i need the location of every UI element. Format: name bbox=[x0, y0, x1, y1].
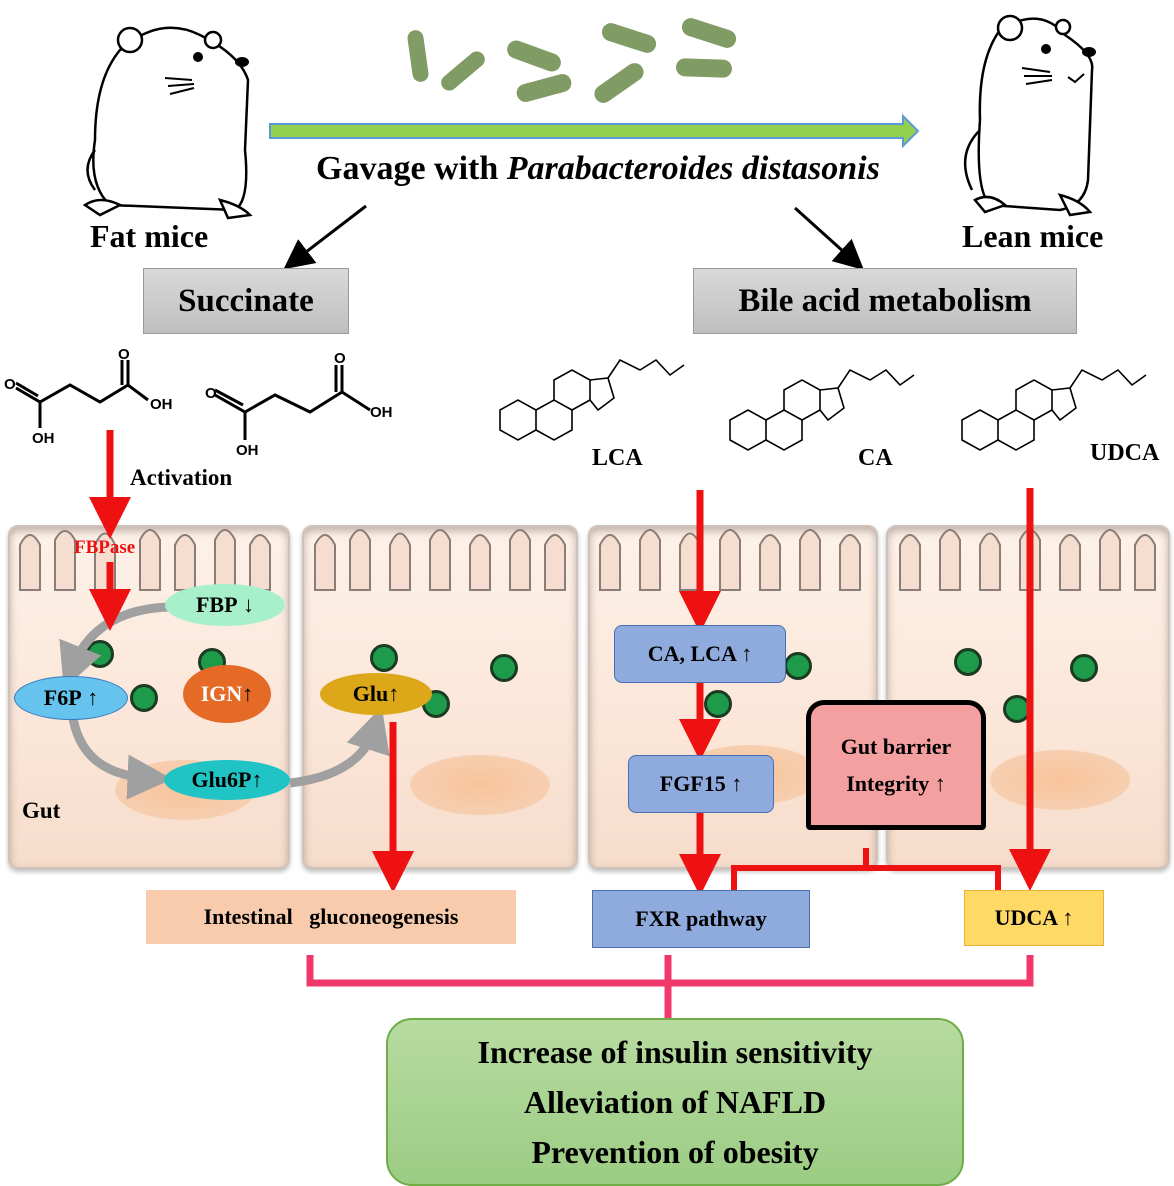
gavage-arrow bbox=[269, 113, 920, 149]
up-arrow-icon: ↑ bbox=[87, 685, 99, 710]
atom-oh: OH bbox=[32, 430, 55, 447]
fat-mice-label: Fat mice bbox=[90, 218, 209, 254]
glu6p-label: Glu6P bbox=[191, 767, 252, 792]
bile-acid-label-lca: LCA bbox=[592, 445, 643, 471]
ign-label: IGN bbox=[200, 681, 243, 706]
bile-acid-box: Bile acid metabolism bbox=[693, 268, 1077, 334]
up-arrow-icon: ↑ bbox=[251, 767, 263, 792]
mouse-nose bbox=[235, 57, 249, 67]
ign-node: IGN↑ bbox=[183, 665, 271, 723]
bile-acid-skeleton bbox=[499, 358, 1147, 451]
barrier-bracket bbox=[731, 848, 1001, 890]
down-arrow-icon: ↓ bbox=[243, 592, 255, 617]
glu6p-node: Glu6P↑ bbox=[164, 760, 290, 800]
granule bbox=[1070, 654, 1098, 682]
granule bbox=[954, 648, 982, 676]
whiskers bbox=[164, 77, 195, 95]
up-arrow-icon: ↑ bbox=[242, 681, 254, 706]
atom-o: O bbox=[334, 350, 346, 367]
succinate-box: Succinate bbox=[143, 268, 349, 334]
succinate-structure bbox=[214, 365, 371, 440]
granule bbox=[130, 684, 158, 712]
result-box: Increase of insulin sensitivity Alleviat… bbox=[386, 1018, 964, 1186]
branch-arrow-left bbox=[283, 204, 367, 270]
glu-label: Glu bbox=[352, 681, 389, 706]
ca-lca-box: CA, LCA ↑ bbox=[614, 625, 786, 683]
gut-barrier-line1: Gut barrier bbox=[840, 733, 952, 759]
branch-arrow-right bbox=[793, 206, 864, 271]
cycle-arrow-fbp-f6p bbox=[59, 602, 169, 689]
fbp-node: FBP ↓ bbox=[165, 584, 285, 626]
mouse-eye bbox=[193, 52, 203, 62]
f6p-node: F6P ↑ bbox=[14, 676, 128, 720]
treatment-label: Gavage with Parabacteroides distasonis bbox=[316, 150, 880, 188]
atom-o: O bbox=[4, 376, 16, 393]
cycle-arrow-glu6p-glu bbox=[289, 706, 390, 788]
ign-outcome-box: Intestinal gluconeogenesis bbox=[146, 890, 516, 944]
granule bbox=[490, 654, 518, 682]
bile-acid-label-udca: UDCA bbox=[1090, 440, 1160, 466]
result-line-1: Increase of insulin sensitivity bbox=[477, 1034, 873, 1070]
gut-barrier-box: Gut barrier Integrity ↑ bbox=[806, 700, 986, 830]
lean-mouse-icon bbox=[963, 14, 1094, 217]
granule bbox=[704, 690, 732, 718]
atom-o: O bbox=[205, 385, 217, 402]
lean-mice-label: Lean mice bbox=[962, 218, 1104, 254]
atom-oh: OH bbox=[236, 442, 259, 459]
cycle-arrow-f6p-glu6p bbox=[67, 711, 173, 800]
atom-o: O bbox=[118, 346, 130, 363]
fbp-label: FBP bbox=[195, 592, 238, 617]
granule bbox=[370, 644, 398, 672]
succinate-structure bbox=[15, 360, 149, 428]
atom-oh: OH bbox=[370, 404, 393, 421]
fbpase-label: FBPase bbox=[74, 537, 136, 558]
bile-acid-label-ca: CA bbox=[858, 445, 893, 471]
up-arrow-icon: ↑ bbox=[388, 681, 400, 706]
activation-label: Activation bbox=[130, 465, 233, 490]
fat-mouse-icon bbox=[82, 26, 253, 220]
mouse-eye bbox=[1041, 44, 1051, 54]
atom-oh: OH bbox=[150, 396, 173, 413]
mouse-smile bbox=[1067, 73, 1085, 84]
udca-outcome-box: UDCA ↑ bbox=[964, 890, 1104, 946]
result-line-3: Prevention of obesity bbox=[531, 1134, 819, 1170]
f6p-label: F6P bbox=[43, 685, 82, 710]
treatment-organism: Parabacteroides distasonis bbox=[506, 150, 880, 187]
nucleus bbox=[990, 750, 1130, 810]
treatment-prefix: Gavage with bbox=[316, 150, 499, 187]
fgf15-box: FGF15 ↑ bbox=[628, 755, 774, 813]
glu-node: Glu↑ bbox=[320, 673, 432, 715]
fxr-pathway-box: FXR pathway bbox=[592, 890, 810, 948]
result-line-2: Alleviation of NAFLD bbox=[523, 1084, 827, 1120]
bacteria-icon bbox=[407, 18, 737, 103]
gut-barrier-line2: Integrity ↑ bbox=[846, 771, 946, 796]
gut-label: Gut bbox=[22, 798, 61, 823]
nucleus bbox=[410, 755, 550, 815]
whiskers bbox=[1021, 67, 1053, 85]
outcome-bracket bbox=[306, 955, 1034, 1018]
mouse-nose bbox=[1082, 47, 1096, 57]
